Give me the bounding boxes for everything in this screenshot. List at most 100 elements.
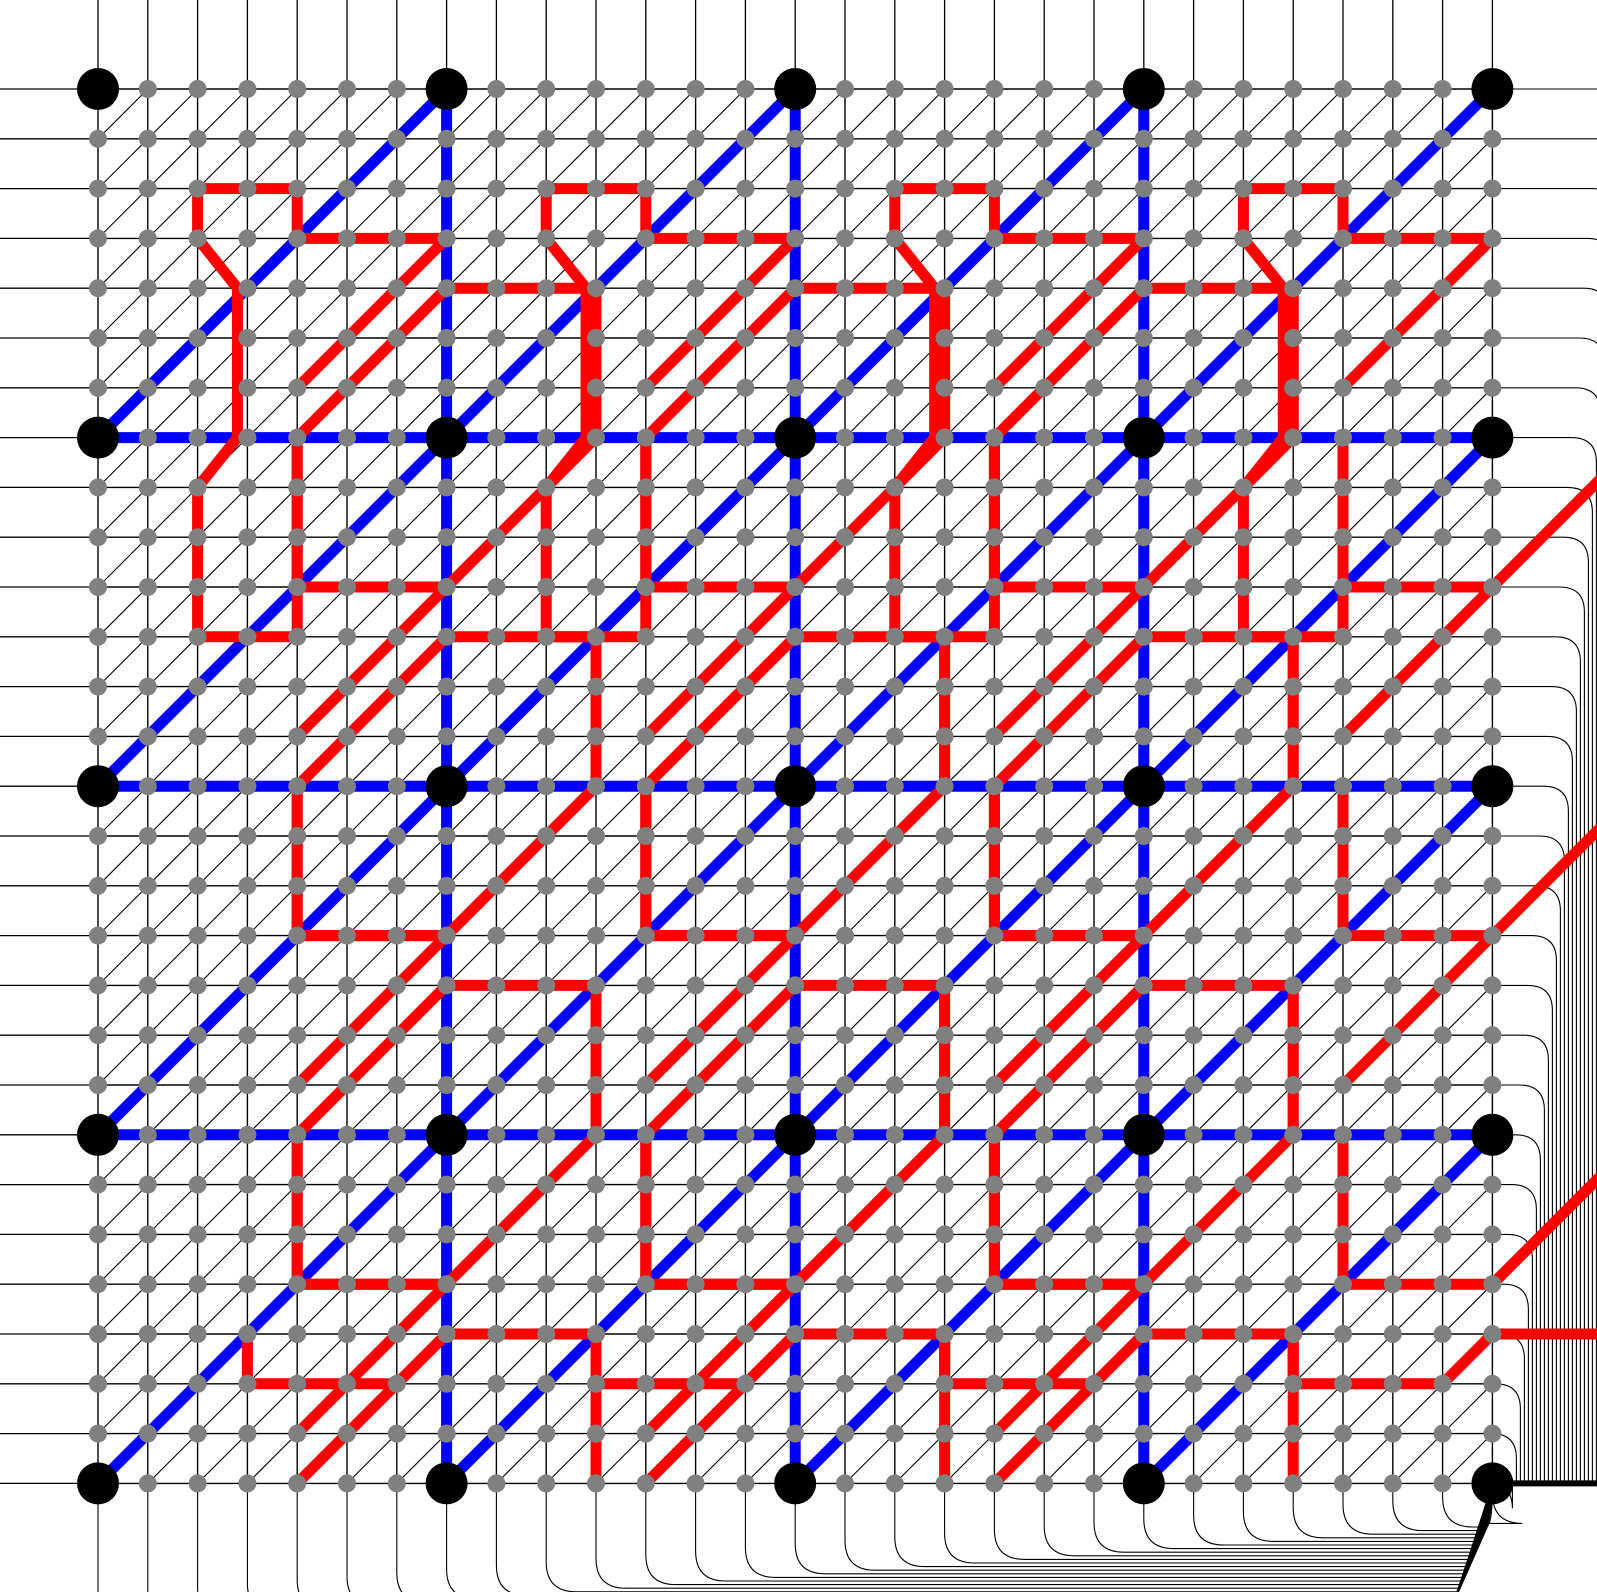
minor-node: [138, 1474, 157, 1493]
cell-diagonal: [97, 138, 149, 189]
cell-diagonal: [147, 935, 198, 986]
minor-node: [1184, 727, 1203, 746]
right-lead-curve: [1492, 1184, 1537, 1484]
right-lead-curve: [1492, 1283, 1529, 1484]
minor-node: [89, 528, 107, 547]
minor-node: [935, 1125, 954, 1144]
minor-node: [885, 329, 904, 347]
minor-node: [1284, 129, 1303, 148]
minor-node: [1184, 1424, 1203, 1443]
minor-node: [686, 1374, 705, 1393]
right-lead-curve: [1492, 237, 1597, 1484]
cell-diagonal: [1093, 885, 1145, 936]
cell-diagonal: [894, 1234, 945, 1285]
red-path: [640, 1129, 951, 1290]
minor-node: [1184, 1026, 1203, 1045]
minor-node: [885, 1026, 904, 1045]
minor-node: [1383, 378, 1402, 397]
minor-node: [1334, 1076, 1352, 1094]
minor-node: [1433, 1374, 1452, 1393]
cell-diagonal: [894, 536, 945, 588]
minor-node: [387, 976, 406, 995]
cell-diagonal: [446, 1383, 497, 1434]
minor-node: [537, 229, 556, 248]
minor-node: [188, 1225, 207, 1244]
minor-node: [1085, 478, 1103, 497]
cell-diagonal: [97, 1184, 149, 1235]
minor-node: [636, 677, 655, 696]
cell-diagonal: [545, 1383, 597, 1434]
cell-diagonal: [994, 287, 1045, 339]
major-node: [774, 1113, 817, 1156]
cell-diagonal: [595, 1134, 647, 1185]
right-lead-curve: [1492, 337, 1597, 1484]
cell-diagonal: [147, 636, 198, 687]
cell-diagonal: [396, 138, 447, 189]
cell-diagonal: [1342, 1283, 1394, 1335]
minor-node: [1085, 329, 1103, 347]
cell-diagonal: [745, 1383, 796, 1434]
minor-node: [188, 926, 207, 945]
cell-diagonal: [794, 88, 846, 140]
cell-diagonal: [247, 536, 298, 588]
cell-diagonal: [1143, 835, 1194, 887]
cell-diagonal: [595, 188, 647, 239]
minor-node: [1334, 528, 1352, 547]
minor-node: [836, 428, 854, 447]
minor-node: [736, 677, 755, 696]
minor-node: [537, 129, 556, 148]
minor-node: [1085, 1424, 1103, 1443]
minor-node: [1334, 578, 1352, 596]
cell-diagonal: [1442, 1433, 1493, 1484]
minor-node: [1334, 677, 1352, 696]
cell-diagonal: [1093, 536, 1145, 588]
minor-node: [188, 378, 207, 397]
minor-node: [1035, 1275, 1054, 1294]
minor-node: [238, 1125, 257, 1144]
minor-node: [1234, 1424, 1253, 1443]
minor-node: [1383, 179, 1402, 198]
cell-diagonal: [396, 736, 447, 787]
cell-diagonal: [446, 138, 497, 189]
minor-node: [387, 1076, 406, 1094]
minor-node: [1184, 528, 1203, 547]
cell-diagonal: [595, 1034, 647, 1086]
right-lead-curve: [1492, 387, 1597, 1484]
cell-diagonal: [496, 238, 547, 289]
minor-node: [736, 578, 755, 596]
cell-diagonal: [296, 437, 348, 488]
cell-diagonal: [496, 1283, 547, 1335]
cell-diagonal: [1292, 387, 1344, 438]
major-node: [77, 1113, 119, 1156]
cell-diagonal: [1292, 785, 1344, 837]
minor-node: [885, 1275, 904, 1294]
minor-node: [686, 727, 705, 746]
minor-node: [338, 279, 356, 298]
minor-node: [1334, 926, 1352, 945]
minor-node: [288, 329, 307, 347]
minor-node: [1433, 876, 1452, 895]
cell-diagonal: [1392, 736, 1443, 787]
cell-diagonal: [844, 138, 896, 189]
red-diagonal-segment: [988, 930, 1150, 1091]
minor-node: [786, 727, 805, 746]
minor-node: [89, 1026, 107, 1045]
cell-diagonal: [1292, 138, 1344, 189]
red-diagonal-segment: [1337, 930, 1498, 1091]
minor-node: [1234, 279, 1253, 298]
minor-node: [1134, 976, 1153, 995]
minor-node: [1334, 1225, 1352, 1244]
minor-node: [636, 378, 655, 397]
cell-diagonal: [1093, 736, 1145, 787]
minor-node: [1085, 378, 1103, 397]
red-path: [291, 631, 453, 792]
cell-diagonal: [1342, 1433, 1394, 1484]
major-node: [1471, 416, 1514, 459]
minor-node: [1085, 1374, 1103, 1393]
minor-node: [387, 1125, 406, 1144]
minor-node: [138, 80, 157, 98]
minor-node: [338, 528, 356, 547]
minor-node: [188, 1474, 207, 1493]
cell-diagonal: [396, 1433, 447, 1484]
minor-node: [1134, 329, 1153, 347]
